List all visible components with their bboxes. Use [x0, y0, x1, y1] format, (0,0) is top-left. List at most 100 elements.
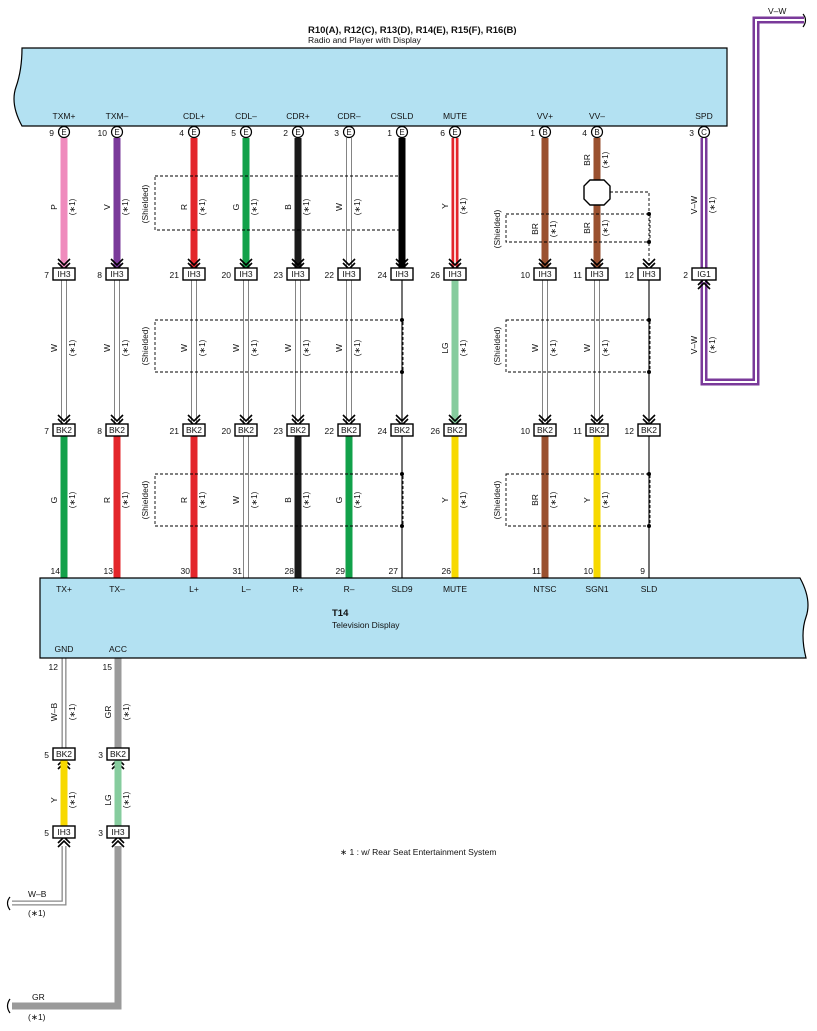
ih3-box [533, 267, 557, 281]
radio-pin-num: 6 [440, 128, 445, 138]
power-option-label: (∗1) [122, 703, 131, 720]
shield-seg3-video-dot [647, 472, 651, 476]
seg1-color-label: G [231, 204, 241, 211]
shield-seg3-audio-label: (Shielded) [140, 480, 150, 519]
lower-bk2-box [106, 747, 130, 761]
shield-seg2-audio-label: (Shielded) [140, 326, 150, 365]
radio-pin-conn-letter: E [191, 128, 196, 137]
ig1-box [691, 267, 717, 281]
ih3-box-label: IH3 [590, 269, 604, 279]
ih3-box-label: IH3 [110, 269, 124, 279]
seg2-color-label: W [231, 344, 241, 352]
bk2-box [533, 423, 557, 437]
tv-pin-num: 27 [389, 566, 399, 576]
seg1-color-label: Y [440, 203, 450, 209]
tv-pin-num: 31 [233, 566, 243, 576]
ih3-pin-num: 11 [573, 270, 582, 280]
tv-pin-label: SLD [641, 584, 658, 594]
tv-pin-label: NTSC [533, 584, 556, 594]
bk2-box-label: BK2 [238, 425, 254, 435]
tv-housing [39, 577, 809, 659]
tv-pin-label: TX+ [56, 584, 72, 594]
radio-pin-conn [239, 125, 253, 139]
seg2-option-label: (∗1) [68, 339, 77, 356]
lower-ih3-box-label: IH3 [57, 827, 71, 837]
lower-bk2-box [52, 747, 76, 761]
bk2-box-label: BK2 [290, 425, 306, 435]
power-color-label: Y [49, 797, 59, 803]
bk2-pin-num: 12 [625, 426, 635, 436]
seg3-option-label: (∗1) [549, 491, 558, 508]
ig1-box-label: IG1 [697, 269, 711, 279]
radio-pin-conn [538, 125, 552, 139]
bk2-box-label: BK2 [109, 425, 125, 435]
tv-pin-num: 28 [285, 566, 295, 576]
radio-pin-conn [342, 125, 356, 139]
lower-ih3-box-label: IH3 [111, 827, 125, 837]
seg1-option-label: (∗1) [302, 198, 311, 215]
seg2-option-label: (∗1) [198, 339, 207, 356]
radio-pin-conn-letter: C [701, 128, 707, 137]
radio-pin-conn-letter: E [61, 128, 66, 137]
seg3-option-label: (∗1) [250, 491, 259, 508]
seg1-option-label: (∗1) [549, 220, 558, 237]
ih3-pin-num: 24 [378, 270, 388, 280]
seg1-option-label: (∗1) [601, 151, 610, 168]
seg3-color-label: W [231, 496, 241, 504]
seg3-color-label: Y [582, 497, 592, 503]
power-color-label: W–B [49, 702, 59, 721]
tv-pin-label: L– [241, 584, 251, 594]
shield-seg3-dot [400, 524, 404, 528]
ih3-box [234, 267, 258, 281]
ih3-box-label: IH3 [395, 269, 409, 279]
tv-pin-num: 10 [584, 566, 594, 576]
bk2-box-label: BK2 [186, 425, 202, 435]
radio-pin-conn-letter: E [346, 128, 351, 137]
radio-pin-conn [187, 125, 201, 139]
shield-seg2-video [505, 319, 651, 373]
ih3-pin-num: 21 [170, 270, 180, 280]
bk2-box [286, 423, 310, 437]
radio-pin-conn [697, 125, 711, 139]
seg2-color-label: W [49, 344, 59, 352]
ih3-box [390, 267, 414, 281]
seg1-option-label: (∗1) [708, 196, 717, 213]
tv-bottom-pin-num: 12 [49, 662, 59, 672]
ih3-pin-num: 20 [222, 270, 232, 280]
ih3-box [585, 267, 609, 281]
seg3-option-label: (∗1) [353, 491, 362, 508]
seg2-color-label: W [102, 344, 112, 352]
seg2-option-label-vw: (∗1) [708, 336, 717, 353]
shield-seg1-video-dot [647, 212, 651, 216]
shield-seg1-dot [400, 174, 404, 178]
radio-pin-conn-letter: B [542, 128, 547, 137]
radio-pin-label: CSLD [391, 111, 414, 121]
ih3-box-label: IH3 [342, 269, 356, 279]
tv-subtitle: Television Display [332, 620, 400, 630]
seg1-color-label: V–W [689, 196, 699, 214]
seg2-color-label: W [334, 344, 344, 352]
bk2-box-label: BK2 [341, 425, 357, 435]
radio-pin-conn [590, 125, 604, 139]
ih3-pin-num: 26 [431, 270, 441, 280]
bk2-pin-num: 7 [44, 426, 49, 436]
tv-pin-num: 14 [51, 566, 61, 576]
seg1-color-label: V [102, 204, 112, 210]
ih3-pin-num: 7 [44, 270, 49, 280]
seg1-color-label: BR [530, 223, 540, 235]
tv-pin-label: TX– [109, 584, 125, 594]
bk2-box [182, 423, 206, 437]
seg2-color-label: W [582, 344, 592, 352]
radio-pin-label: CDR– [337, 111, 360, 121]
radio-pin-conn-letter: E [295, 128, 300, 137]
seg3-color-label: Y [440, 497, 450, 503]
seg2-color-label: W [179, 344, 189, 352]
bk2-box [337, 423, 361, 437]
radio-pin-conn-letter: E [114, 128, 119, 137]
bk2-box-label: BK2 [394, 425, 410, 435]
shield-seg2-dot [400, 318, 404, 322]
radio-pin-num: 1 [387, 128, 392, 138]
seg1-option-label: (∗1) [459, 197, 468, 214]
lower-ih3-box [52, 825, 76, 839]
